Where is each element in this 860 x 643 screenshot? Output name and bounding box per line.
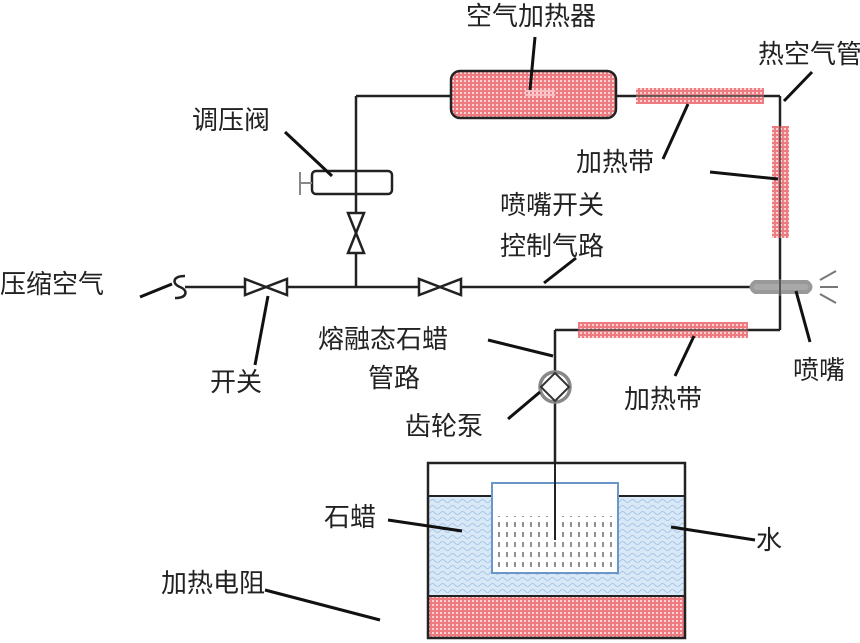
compressed-air-inlet-icon [173,274,187,300]
label-molten-wax-pipe-2: 管路 [368,364,421,394]
label-paraffin: 石蜡 [324,503,377,533]
label-hot-air-pipe: 热空气管 [758,40,860,70]
nozzle-control-valve-icon[interactable] [417,277,463,297]
branch-valve-icon[interactable] [346,211,366,255]
label-switch: 开关 [210,368,263,398]
label-molten-wax-pipe-1: 熔融态石蜡 [318,325,449,355]
wax-tank [426,450,687,640]
air-heater-icon [449,69,618,120]
label-heating-resistor: 加热电阻 [161,569,266,599]
label-pressure-valve: 调压阀 [192,106,271,136]
label-nozzle-control-2: 控制气路 [500,232,605,262]
pressure-regulating-valve-icon[interactable] [299,169,394,196]
label-heating-tape-top: 加热带 [576,148,655,178]
label-nozzle: 喷嘴 [793,356,846,386]
label-air-heater: 空气加热器 [466,2,597,32]
gear-pump-icon[interactable] [538,370,572,404]
label-nozzle-control-1: 喷嘴开关 [500,191,605,221]
heating-resistor-block [428,596,685,638]
label-compressed-air: 压缩空气 [0,270,105,300]
label-gear-pump: 齿轮泵 [405,412,484,442]
nozzle-icon [749,270,838,304]
leader-lines [139,36,814,622]
switch-valve-icon[interactable] [243,277,289,297]
label-heating-tape-bottom: 加热带 [624,385,703,415]
label-water: 水 [756,526,783,556]
